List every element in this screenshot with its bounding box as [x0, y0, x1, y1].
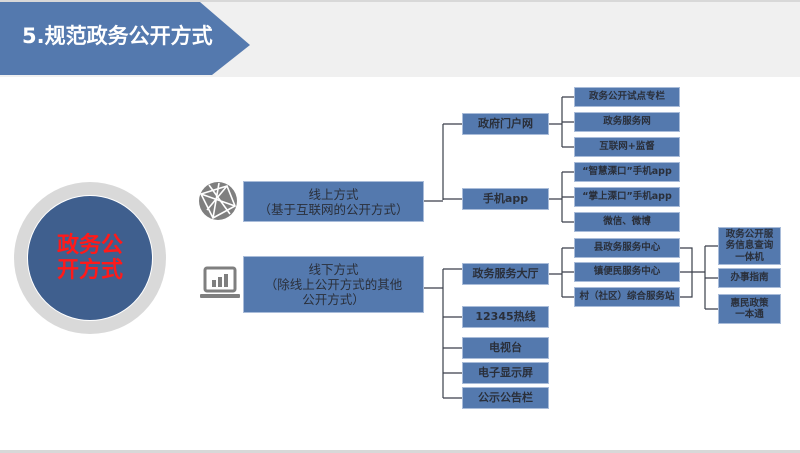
- gov-portal-box: 政府门户网: [462, 113, 549, 135]
- service-hall-box: 政务服务大厅: [462, 263, 549, 285]
- tv-station-box: 电视台: [462, 337, 549, 359]
- leaf-box: 镇便民服务中心: [574, 262, 680, 282]
- center-topic: 政务公开方式: [27, 195, 153, 321]
- leaf-box: 政务公开试点专栏: [574, 87, 680, 107]
- bulletin-board-box: 公示公告栏: [462, 387, 549, 409]
- leaf-box: 互联网+监督: [574, 137, 680, 157]
- leaf-box: “智慧溧口”手机app: [574, 162, 680, 182]
- title-banner: [0, 2, 250, 75]
- leaf-box: 微信、微博: [574, 212, 680, 232]
- output-box: 政务公开服务信息查询一体机: [718, 227, 781, 265]
- mobile-app-box: 手机app: [462, 188, 549, 210]
- footer-bar: [0, 450, 800, 453]
- offline-method-box: 线下方式 （除线上公开方式的其他 公开方式）: [243, 256, 424, 313]
- electronic-display-box: 电子显示屏: [462, 362, 549, 384]
- leaf-box: 县政务服务中心: [574, 238, 680, 258]
- output-box: 办事指南: [718, 268, 781, 288]
- leaf-box: 村（社区）综合服务站: [574, 287, 680, 307]
- leaf-box: 政务服务网: [574, 112, 680, 132]
- page-title: 5.规范政务公开方式: [22, 24, 213, 48]
- hotline-box: 12345热线: [462, 306, 549, 328]
- globe-icon: [199, 182, 237, 220]
- laptop-chart-icon: [200, 266, 240, 298]
- online-method-box: 线上方式 （基于互联网的公开方式）: [243, 181, 424, 222]
- leaf-box: “掌上溧口”手机app: [574, 187, 680, 207]
- output-box: 惠民政策一本通: [718, 294, 781, 324]
